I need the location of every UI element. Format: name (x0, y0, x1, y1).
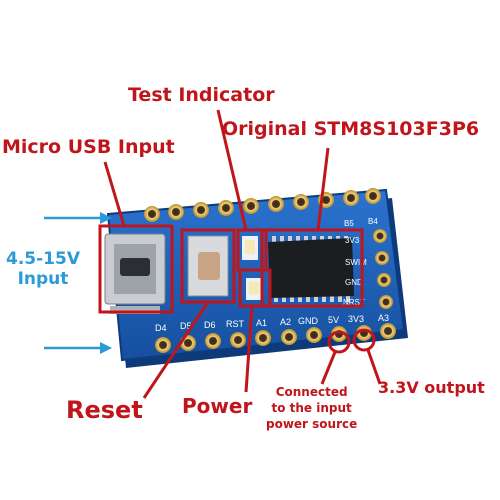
connected-note-line2: to the input (271, 401, 352, 415)
silk-swim: SWIM (345, 258, 367, 267)
reset-pointer-line (142, 301, 210, 399)
silk-d6: D6 (204, 320, 216, 330)
voltage-input-label: 4.5-15V Input (6, 249, 80, 289)
test-pointer-line (216, 109, 248, 231)
power-label: Power (182, 394, 253, 418)
micro-usb-label: Micro USB Input (2, 136, 175, 158)
input-arrows (44, 212, 112, 354)
annotation-boxes (98, 224, 376, 354)
annotation-lines (103, 109, 382, 399)
5v-pin-circle (327, 330, 351, 354)
chip-box (260, 228, 364, 308)
3v3-pointer-line (366, 349, 382, 385)
power-led (246, 278, 262, 300)
silk-b5: B5 (344, 219, 354, 228)
connected-note-line3: power source (266, 417, 358, 431)
silk-a1: A1 (256, 318, 267, 328)
silk-3v3-bottom: 3V3 (348, 314, 364, 324)
silk-a2: A2 (280, 317, 291, 327)
power-led-box (238, 268, 272, 308)
usb-box (98, 224, 174, 314)
power-pointer-line (244, 305, 254, 393)
5v-pointer-line (320, 351, 337, 385)
3v3-pin-circle (352, 328, 376, 352)
usb-pointer-line (103, 161, 126, 227)
silk-5v: 5V (328, 315, 339, 325)
stm8-chip (268, 236, 354, 302)
test-led (242, 236, 258, 260)
silk-gnd-side: GND (345, 278, 363, 287)
silk-a3: A3 (378, 313, 389, 323)
silk-b4: B4 (368, 217, 378, 226)
connected-note-line1: Connected (275, 385, 348, 399)
silkscreen-text: D4 D5 D6 RST A1 A2 GND 5V 3V3 A3 3V3 SWI… (155, 217, 389, 333)
swim-header (373, 229, 393, 309)
test-indicator-label: Test Indicator (128, 84, 275, 106)
silk-d4: D4 (155, 323, 167, 333)
output-3v3-label: 3.3V output (378, 378, 485, 397)
silk-nrst: NRST (343, 298, 365, 307)
reset-button (187, 235, 229, 297)
connected-note: Connected to the input power source (266, 384, 357, 432)
original-chip-label: Original STM8S103F3P6 (222, 118, 480, 140)
silk-d5: D5 (180, 321, 192, 331)
voltage-input-text: Input (17, 269, 69, 289)
silk-3v3-side: 3V3 (345, 236, 360, 245)
silk-rst: RST (226, 319, 245, 329)
reset-label: Reset (66, 396, 143, 424)
chip-pointer-line (316, 147, 330, 231)
micro-usb-connector (104, 233, 166, 314)
voltage-range-text: 4.5-15V (6, 249, 80, 269)
silk-gnd: GND (298, 316, 319, 326)
